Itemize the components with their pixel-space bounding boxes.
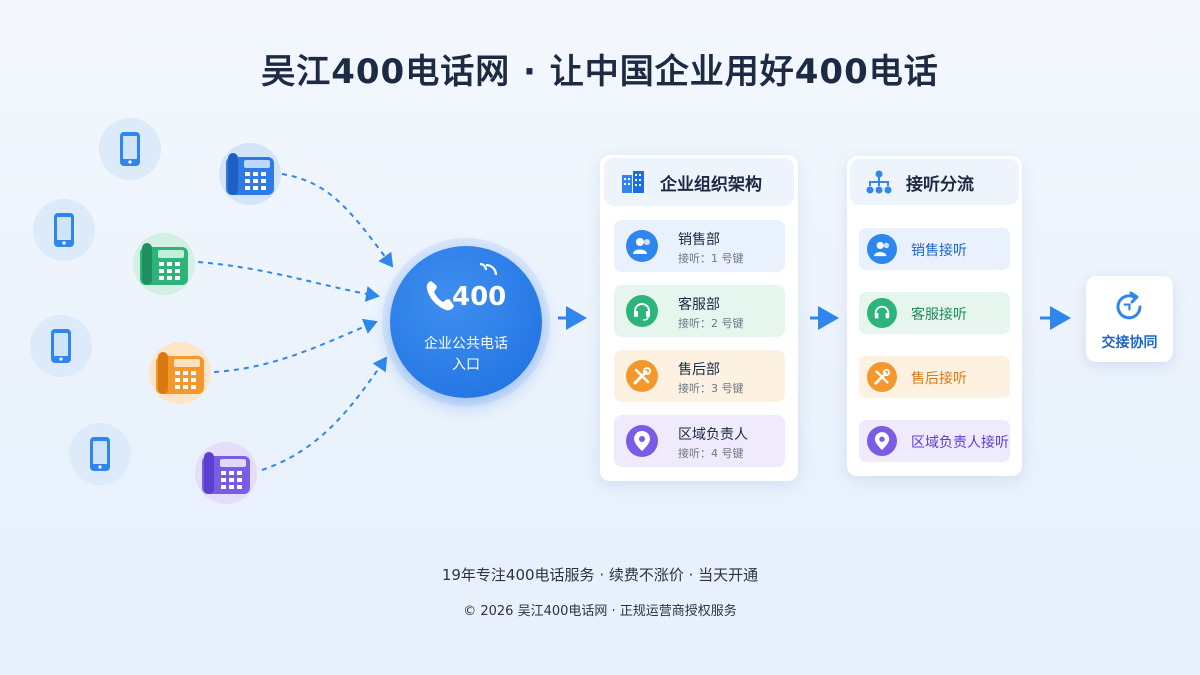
org-structure-title: 企业组织架构 bbox=[660, 174, 762, 195]
phone-handset-icon bbox=[426, 281, 454, 311]
connector-desk-phone-2 bbox=[197, 261, 380, 302]
location-pin-icon bbox=[867, 426, 897, 456]
route-item-name: 客服接听 bbox=[911, 307, 967, 323]
handoff-label: 交接协同 bbox=[1101, 335, 1158, 351]
mobile-phone-node bbox=[33, 199, 95, 261]
footer-tagline: 19年专注400电话服务 · 续费不涨价 · 当天开通 bbox=[441, 566, 759, 584]
mobile-phone-icon bbox=[90, 437, 110, 471]
route-item-aftersales: 售后接听 bbox=[859, 356, 1010, 398]
user-group-icon bbox=[626, 230, 658, 262]
org-structure-header: 企业组织架构 bbox=[604, 158, 794, 206]
org-item-desc: 接听：2 号键 bbox=[678, 317, 744, 330]
tools-icon bbox=[626, 360, 658, 392]
user-group-icon bbox=[867, 234, 897, 264]
signal-waves-icon bbox=[479, 262, 498, 276]
org-item-desc: 接听：4 号键 bbox=[678, 447, 744, 460]
mobile-phone-icon bbox=[54, 213, 74, 247]
desk-phone-icon bbox=[226, 153, 274, 195]
route-item-name: 售后接听 bbox=[911, 371, 967, 387]
desk-phone-node bbox=[195, 442, 257, 504]
desk-phone-icon bbox=[156, 352, 204, 394]
sync-icon bbox=[1116, 291, 1142, 320]
org-item-name: 客服部 bbox=[678, 297, 720, 313]
connector-desk-phone-1 bbox=[281, 173, 394, 268]
connector-desk-phone-3 bbox=[213, 318, 378, 373]
desk-phone-icon bbox=[202, 452, 250, 494]
org-item-regional-manager: 区域负责人 接听：4 号键 bbox=[614, 415, 785, 467]
desk-phone-node bbox=[133, 233, 195, 295]
route-item-name: 区域负责人接听 bbox=[911, 435, 1009, 451]
org-item-aftersales: 售后部 接听：3 号键 bbox=[614, 350, 785, 402]
call-routing-header: 接听分流 bbox=[850, 159, 1019, 205]
route-item-sales: 销售接听 bbox=[859, 228, 1010, 270]
hub-label-line1: 企业公共电话 bbox=[424, 336, 508, 352]
org-item-desc: 接听：1 号键 bbox=[678, 252, 744, 265]
building-icon bbox=[622, 171, 644, 193]
connector-desk-phone-4 bbox=[261, 356, 388, 471]
desk-phone-icon bbox=[140, 243, 188, 285]
location-pin-icon bbox=[626, 425, 658, 457]
org-item-name: 区域负责人 bbox=[678, 427, 748, 443]
hub-label-line2: 入口 bbox=[452, 357, 480, 373]
org-item-desc: 接听：3 号键 bbox=[678, 382, 744, 395]
page-title: 吴江400电话网 · 让中国企业用好400电话 bbox=[261, 52, 939, 92]
route-item-name: 销售接听 bbox=[911, 243, 967, 259]
route-item-regional-manager: 区域负责人接听 bbox=[859, 420, 1010, 462]
route-item-service: 客服接听 bbox=[859, 292, 1010, 334]
hub-label: 企业公共电话 入口 bbox=[390, 334, 542, 376]
call-routing-title: 接听分流 bbox=[906, 174, 974, 195]
org-item-service: 客服部 接听：2 号键 bbox=[614, 285, 785, 337]
hierarchy-icon bbox=[866, 170, 892, 194]
handoff-card: 交接协同 bbox=[1086, 276, 1173, 362]
headset-icon bbox=[626, 295, 658, 327]
mobile-phone-icon bbox=[120, 132, 140, 166]
mobile-phone-node bbox=[99, 118, 161, 180]
tools-icon bbox=[867, 362, 897, 392]
org-item-name: 售后部 bbox=[678, 362, 720, 378]
footer-copyright: © 2026 吴江400电话网 · 正规运营商授权服务 bbox=[463, 604, 737, 619]
hub-number: 400 bbox=[452, 282, 507, 312]
mobile-phone-node bbox=[69, 423, 131, 485]
desk-phone-node bbox=[219, 143, 281, 205]
hub-400-entry: 400 企业公共电话 入口 bbox=[390, 246, 542, 398]
desk-phone-node bbox=[149, 342, 211, 404]
org-item-sales: 销售部 接听：1 号键 bbox=[614, 220, 785, 272]
org-item-name: 销售部 bbox=[678, 232, 720, 248]
mobile-phone-node bbox=[30, 315, 92, 377]
mobile-phone-icon bbox=[51, 329, 71, 363]
headset-icon bbox=[867, 298, 897, 328]
